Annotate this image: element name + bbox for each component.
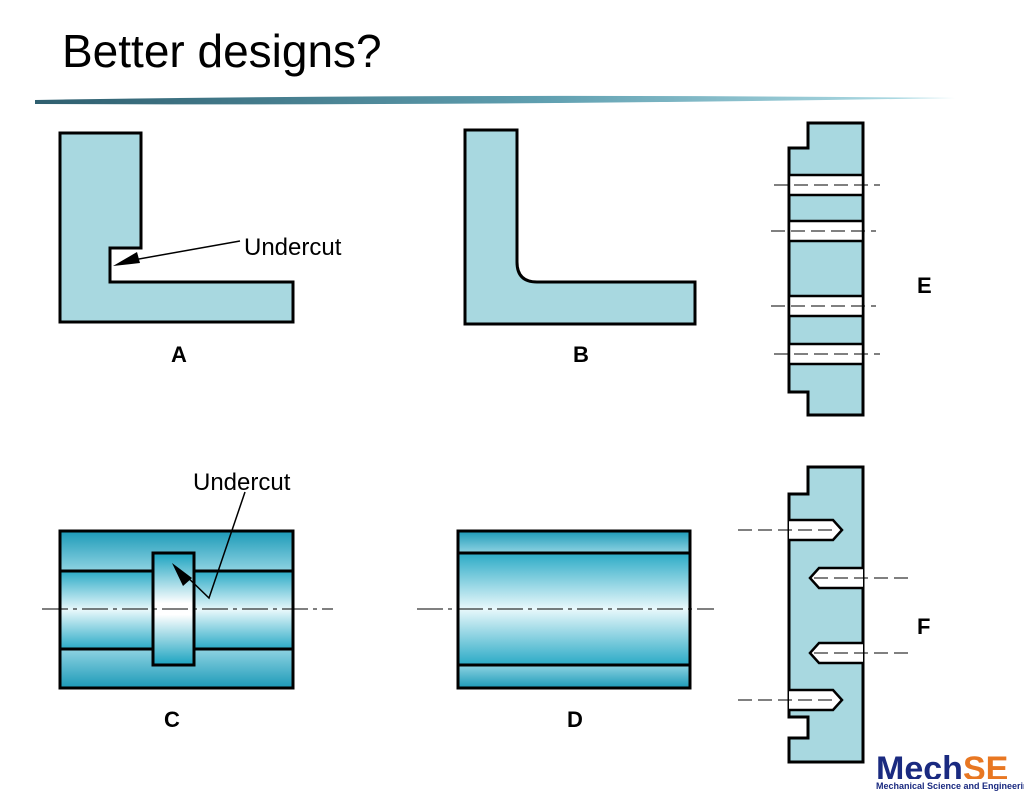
label-b: B bbox=[573, 342, 589, 367]
part-d: D bbox=[417, 529, 714, 732]
blind-hole-4 bbox=[738, 688, 844, 712]
slide-title: Better designs? bbox=[62, 25, 382, 77]
label-f: F bbox=[917, 614, 930, 639]
hole-row-1 bbox=[774, 173, 880, 197]
hole-row-4 bbox=[774, 342, 880, 366]
hole-row-2 bbox=[771, 219, 876, 243]
blind-hole-1 bbox=[738, 518, 844, 542]
undercut-c-label: Undercut bbox=[193, 469, 291, 496]
blind-hole-3 bbox=[808, 641, 908, 665]
part-a: Undercut A bbox=[58, 131, 342, 367]
part-b: B bbox=[463, 128, 697, 367]
arrowhead-icon bbox=[172, 563, 192, 586]
label-d: D bbox=[567, 707, 583, 732]
undercut-a-leader bbox=[121, 240, 241, 263]
logo-subtitle: Mechanical Science and Engineering bbox=[876, 781, 1024, 791]
blind-hole-2 bbox=[808, 566, 908, 590]
label-e: E bbox=[917, 273, 932, 298]
part-c: Undercut C bbox=[42, 469, 333, 732]
part-e: E bbox=[771, 121, 932, 417]
part-f: F bbox=[738, 465, 930, 764]
hole-row-3 bbox=[771, 294, 876, 318]
undercut-a-label: Undercut bbox=[244, 234, 342, 261]
mechse-logo: Mech SE Mechanical Science and Engineeri… bbox=[874, 750, 1024, 791]
label-c: C bbox=[164, 707, 180, 732]
title-underline bbox=[35, 95, 955, 105]
arrowhead-icon bbox=[113, 252, 140, 266]
label-a: A bbox=[171, 342, 187, 367]
